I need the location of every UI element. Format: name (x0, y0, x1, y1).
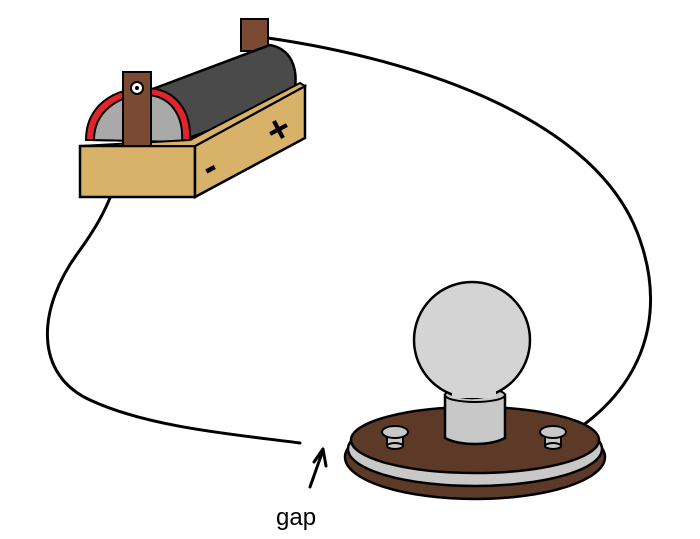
battery-box-front (78, 144, 197, 199)
gap-label: gap (276, 504, 316, 531)
bulb-neck (452, 386, 496, 398)
lamp (343, 280, 607, 501)
wire-right (266, 36, 653, 442)
arrow-up-icon (308, 451, 324, 489)
bulb-glass (412, 280, 532, 400)
lamp-right-screw (539, 425, 567, 450)
battery-box-rim (79, 81, 308, 147)
negative-terminal-screw-hole (135, 86, 139, 90)
lamp-left-screw (381, 425, 409, 450)
gap-annotation: gap (276, 447, 328, 531)
lamp-socket (443, 393, 507, 446)
battery: - + (78, 18, 308, 200)
arrow-head (312, 447, 328, 468)
